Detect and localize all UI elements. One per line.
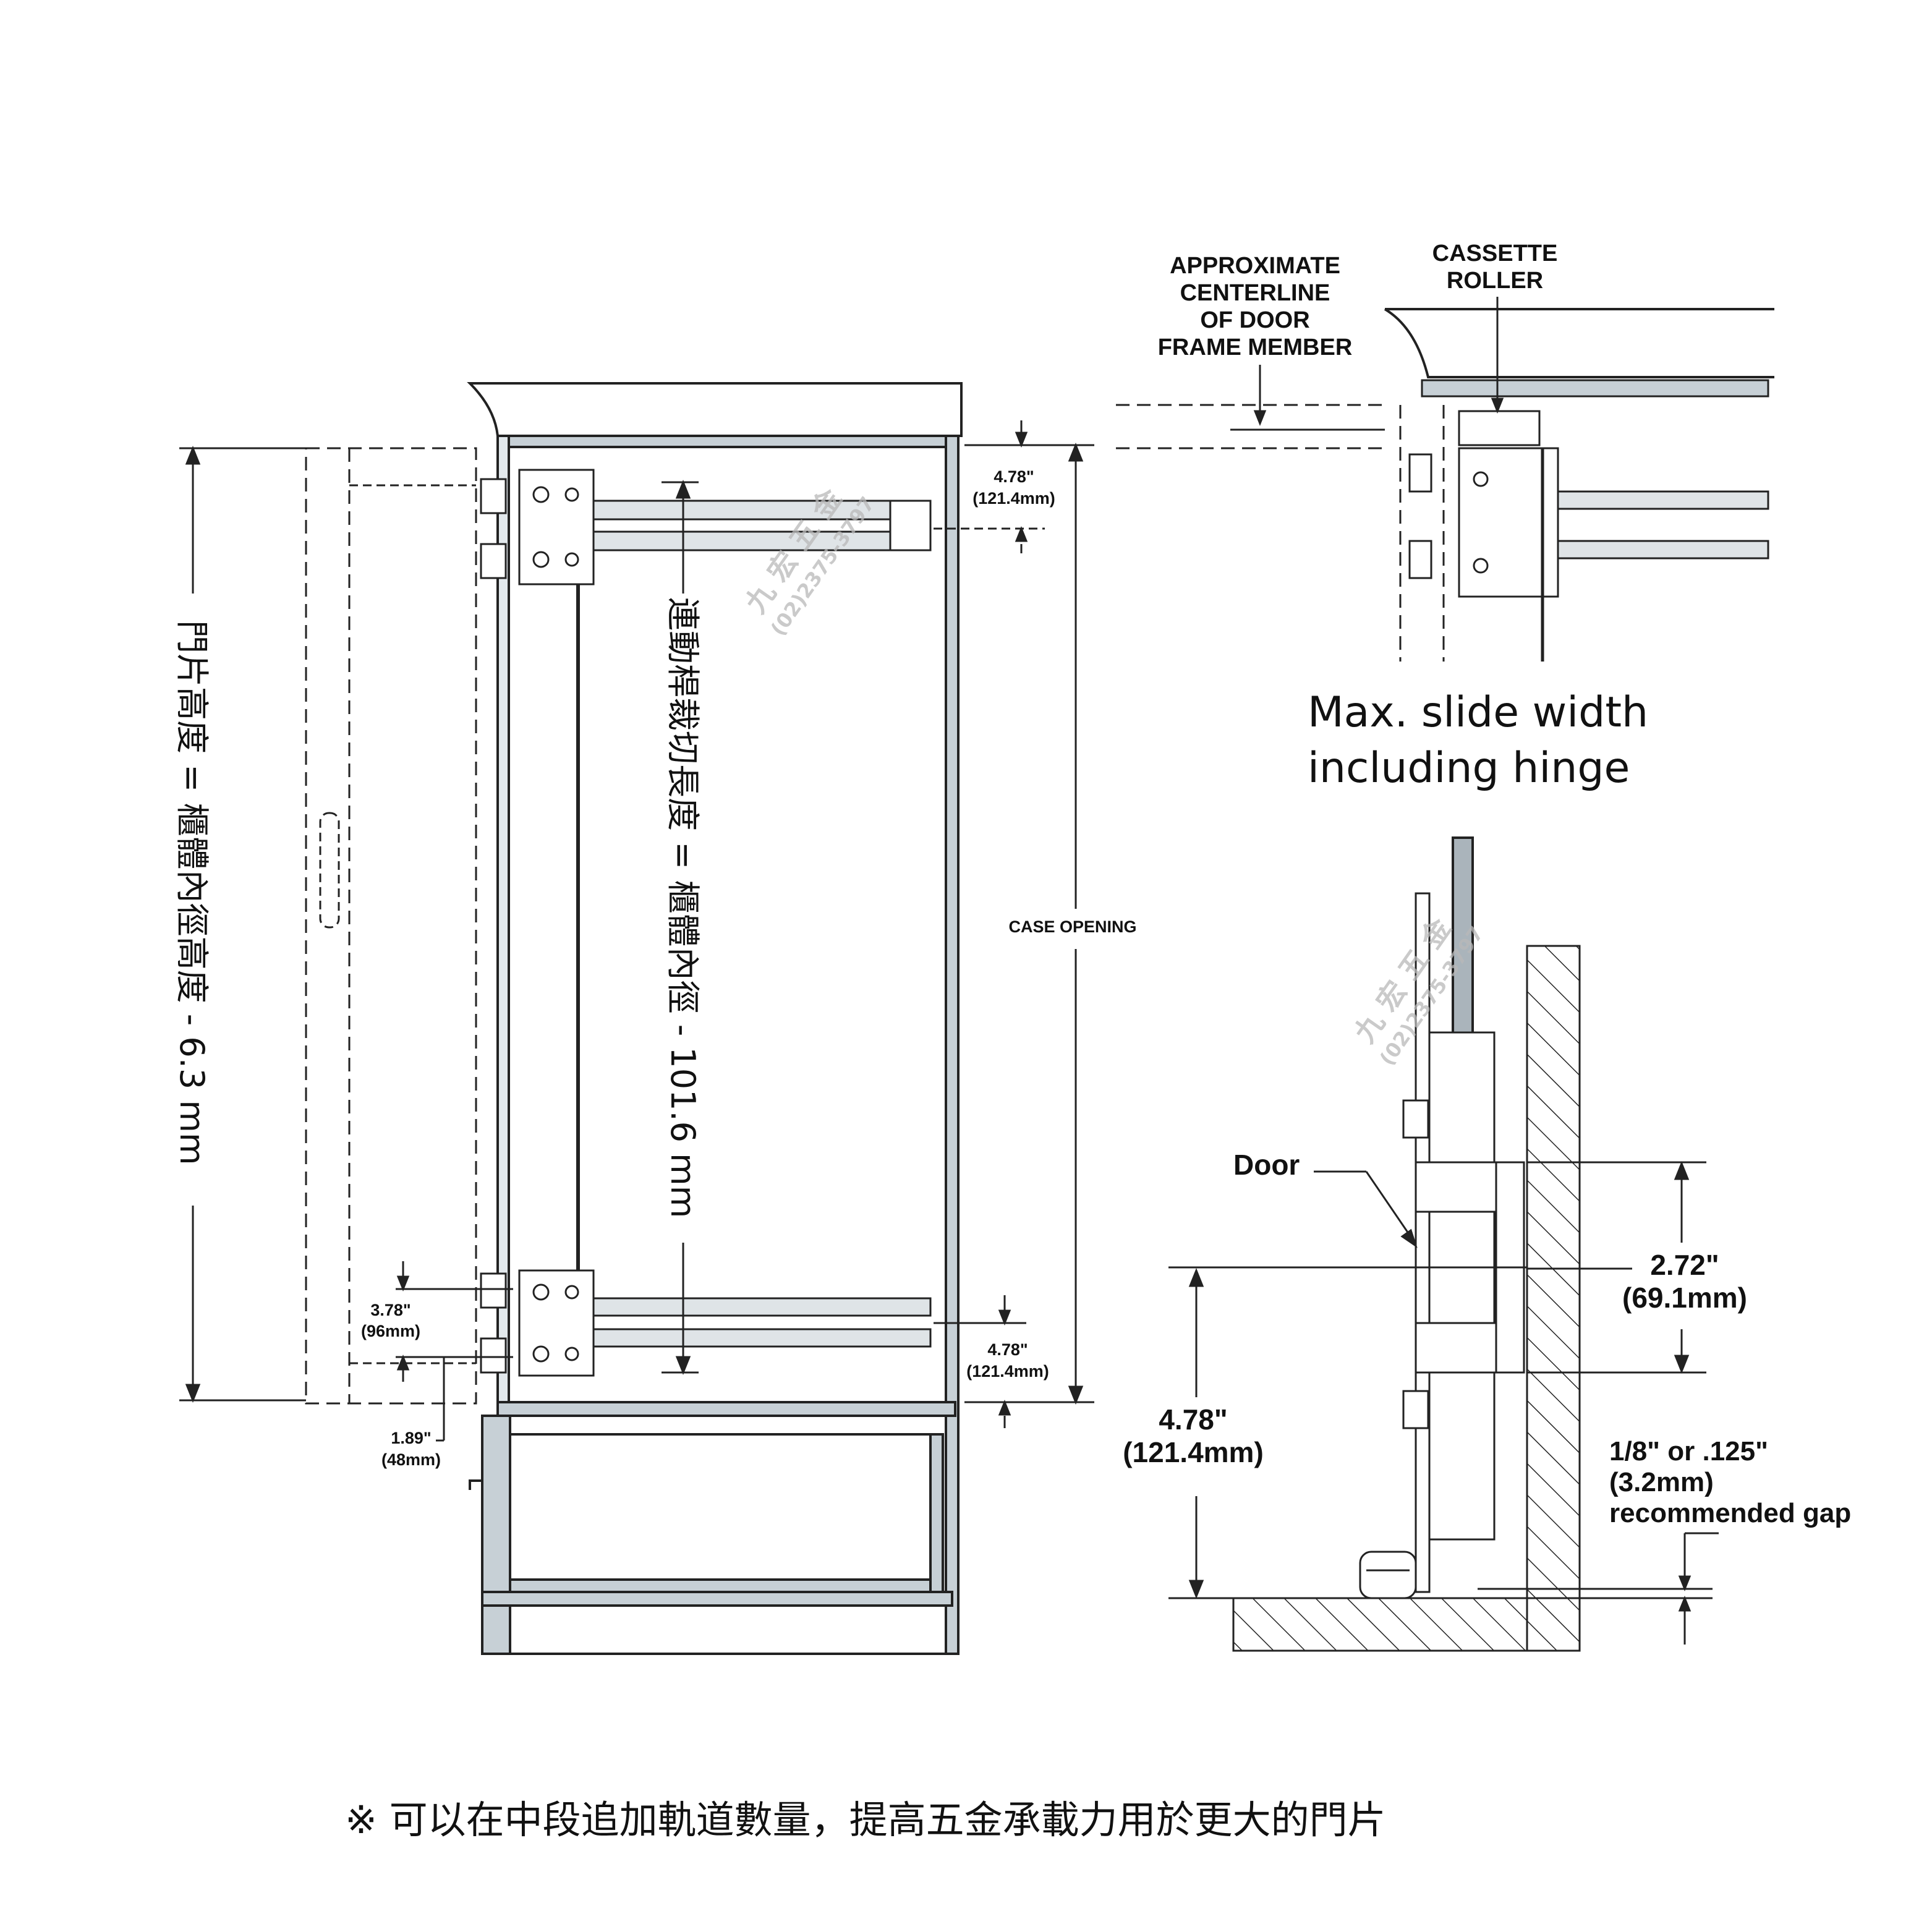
footnote: ※ 可以在中段追加軌道數量，提高五金承載力用於更大的門片 — [345, 1797, 1386, 1842]
labels: APPROXIMATE CENTERLINE OF DOOR FRAME MEM… — [172, 240, 1851, 1842]
dim-272-mm: (69.1mm) — [1622, 1282, 1747, 1314]
dim-top-478-in: 4.78" — [994, 467, 1034, 486]
dim-378-in: 3.78" — [370, 1301, 411, 1319]
watermark-1: 九 宏 五 金 (02)2375-3797 — [739, 482, 879, 640]
plan-detail — [1116, 297, 1774, 662]
dim-189-mm: (48mm) — [381, 1450, 441, 1469]
dim-bottom-478-in: 4.78" — [987, 1340, 1028, 1359]
max-slide-line1: Max. slide width — [1308, 688, 1648, 737]
bottom-slide-assembly — [480, 1269, 932, 1377]
approx-centerline-line1: APPROXIMATE — [1170, 253, 1340, 279]
gap-line3: recommended gap — [1609, 1498, 1851, 1528]
section-detail — [1168, 836, 1719, 1652]
gap-line2: (3.2mm) — [1609, 1467, 1714, 1497]
dim-378-mm: (96mm) — [361, 1322, 420, 1340]
cassette-roller-line1: CASSETTE — [1432, 240, 1558, 266]
approx-centerline-line2: CENTERLINE — [1180, 280, 1330, 306]
cassette-roller-line2: ROLLER — [1447, 268, 1543, 294]
dim-section-478-in: 4.78" — [1159, 1403, 1227, 1436]
max-slide-line2: including hinge — [1308, 744, 1630, 793]
top-slide-assembly — [480, 469, 932, 1277]
approx-centerline-line4: FRAME MEMBER — [1158, 334, 1353, 360]
case-opening-label: CASE OPENING — [1008, 917, 1136, 936]
cabinet-elevation — [305, 382, 963, 1655]
dim-bottom-478-mm: (121.4mm) — [966, 1362, 1049, 1381]
rod-length-formula: 連動桿裁切長度 = 櫃體內徑 - 101.6 mm — [663, 597, 702, 1218]
dim-section-478-mm: (121.4mm) — [1123, 1436, 1264, 1468]
door-height-formula: 門片高度 = 櫃體內徑高度 - 6.3 mm — [172, 620, 211, 1165]
dim-top-478-mm: (121.4mm) — [972, 489, 1055, 508]
dim-189-in: 1.89" — [391, 1429, 431, 1447]
dim-272-in: 2.72" — [1650, 1249, 1719, 1281]
dimension-lines-left — [179, 420, 1094, 1442]
door-label: Door — [1233, 1149, 1300, 1181]
approx-centerline-line3: OF DOOR — [1200, 307, 1309, 333]
gap-line1: 1/8" or .125" — [1609, 1436, 1768, 1466]
